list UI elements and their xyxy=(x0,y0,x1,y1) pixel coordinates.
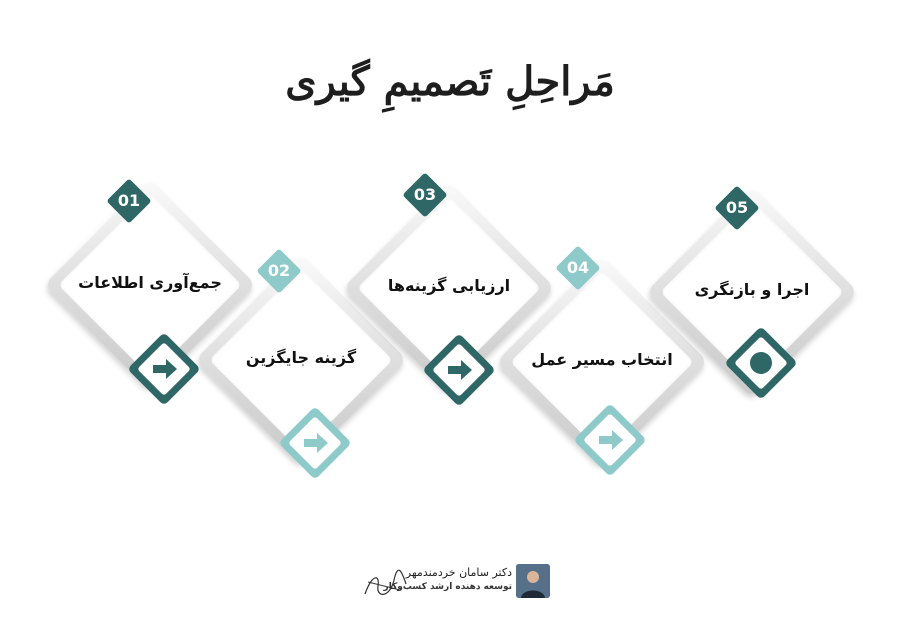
avatar xyxy=(516,564,550,598)
step-number: 03 xyxy=(413,185,437,204)
step-label: اجرا و بازنگری xyxy=(694,280,810,299)
author-title: توسعه دهنده ارشد کسب‌وکار xyxy=(383,582,512,592)
circle-icon xyxy=(724,326,798,400)
step-label: انتخاب مسیر عمل xyxy=(531,350,673,369)
arrow-right-icon xyxy=(573,403,647,477)
page-title: مَراحِلِ تَصمیمِ گیری xyxy=(285,58,615,105)
author-name: دکتر سامان خردمندمهر xyxy=(405,566,512,579)
step-number-badge: 03 xyxy=(402,172,448,218)
signature-icon xyxy=(364,569,407,595)
step-label: ارزیابی گزینه‌ها xyxy=(387,276,511,295)
step-number-badge: 05 xyxy=(714,185,760,231)
step-number-badge: 04 xyxy=(555,245,601,291)
step-number: 02 xyxy=(267,261,291,280)
arrow-right-icon xyxy=(422,333,496,407)
step-number: 01 xyxy=(117,191,141,210)
step-number-badge: 01 xyxy=(106,178,152,224)
step-label: گزینه جایگزین xyxy=(245,348,357,367)
arrow-right-icon xyxy=(278,406,352,480)
step-label: جمع‌آوری اطلاعات xyxy=(78,273,222,292)
author-footer: دکتر سامان خردمندمهر توسعه دهنده ارشد کس… xyxy=(360,560,560,610)
step-number-badge: 02 xyxy=(256,248,302,294)
step-number: 04 xyxy=(566,258,590,277)
arrow-right-icon xyxy=(127,332,201,406)
step-number: 05 xyxy=(725,198,749,217)
